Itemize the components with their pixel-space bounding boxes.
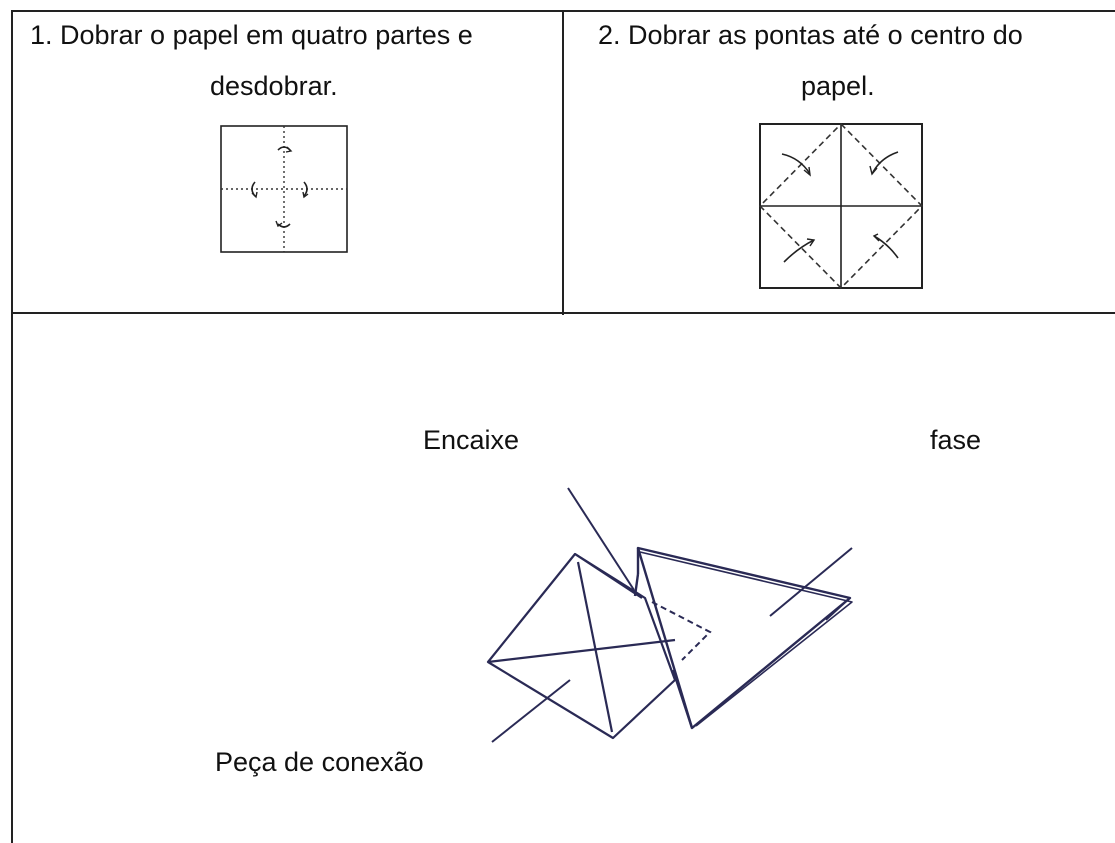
step-2-fold-diagram [758, 122, 924, 290]
fold-arrow-top-left-head [803, 166, 811, 177]
fold-arrow-right [303, 181, 308, 197]
base-piece [633, 546, 853, 730]
step-2-line-2: papel. [801, 71, 875, 101]
fold-arrow-bottom-head [275, 220, 283, 228]
fold-arrow-left-head [251, 191, 258, 199]
table-divider-horizontal [12, 312, 1115, 314]
label-fase: fase [930, 425, 982, 455]
step-1-line-1: 1. Dobrar o papel em quatro partes e [30, 20, 473, 50]
paper-square [220, 125, 348, 253]
fold-arrow-top-right-head [869, 165, 878, 176]
table-divider-vertical [562, 10, 564, 315]
label-peca-de-conexao: Peça de conexão [215, 747, 424, 777]
fold-arrow-bottom-right-head [872, 233, 880, 242]
step-2-line-1: 2. Dobrar as pontas até o centro do [598, 20, 1023, 50]
leader-line-fase [769, 547, 853, 617]
fold-arrow-right-head [302, 191, 309, 199]
table-border-left [11, 10, 13, 843]
connection-piece [486, 552, 677, 740]
fold-arrow-bottom-left [783, 239, 815, 263]
leader-line-encaixe [567, 487, 635, 591]
fold-arrow-top-right [871, 151, 899, 175]
fold-arrow-top-head [285, 146, 293, 153]
fold-arrow-top-left [781, 153, 811, 175]
diamond-fold-lines [758, 122, 924, 290]
assembly-diagram [486, 487, 853, 743]
fold-arrow-bottom-left-head [806, 238, 816, 247]
step-1-fold-diagram [220, 125, 348, 253]
insertion-dashed [651, 601, 712, 661]
label-encaixe: Encaixe [423, 425, 520, 455]
step-1-line-2: desdobrar. [210, 71, 338, 101]
leader-line-peca [491, 679, 571, 743]
